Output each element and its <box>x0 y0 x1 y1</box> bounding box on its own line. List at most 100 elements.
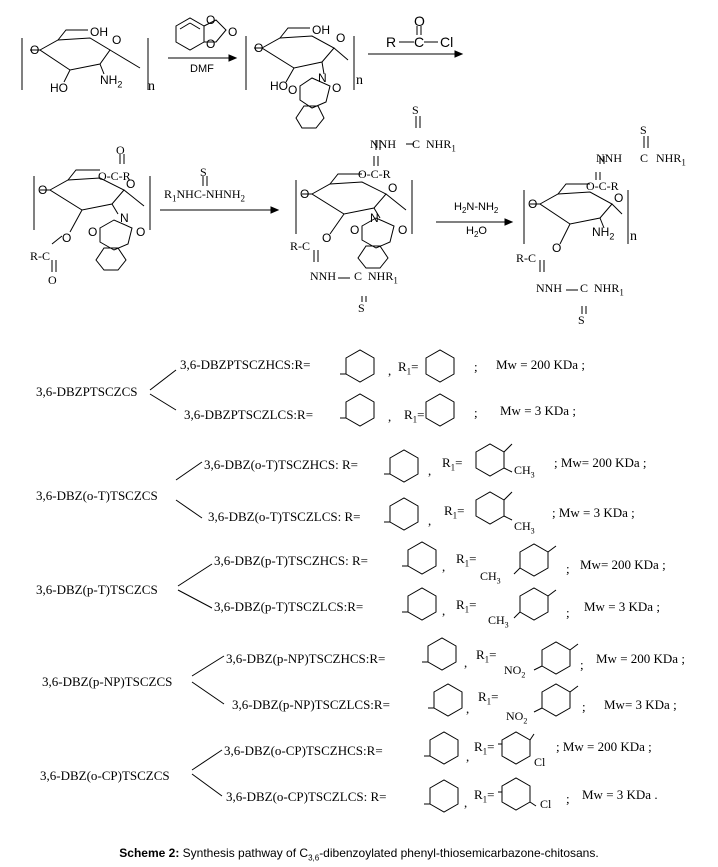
anhydride-o-right: O <box>228 25 238 39</box>
hydrazone-s-top-5: S <box>640 123 647 137</box>
caption-text-after: -dibenzoylated phenyl-thiosemicarbazone-… <box>319 846 599 860</box>
derivative-5a-r1: R1= <box>474 739 495 757</box>
hydrazone-nhr-bottom-4: NHR1 <box>368 269 398 286</box>
derivative-4a-mw: Mw = 200 KDa ; <box>596 651 685 666</box>
hydrazone-nnh-bottom-4: NNH <box>310 269 336 283</box>
ring-oxygen-label: O <box>112 33 122 47</box>
hydrazone-nhr-top-5: NHR1 <box>656 151 686 168</box>
derivative-4a-r1: R1= <box>476 647 497 665</box>
hydroxyl-label-2: OH <box>312 23 330 37</box>
derivative-4b-mw: Mw= 3 KDa ; <box>604 697 677 712</box>
derivative-parent-2: 3,6-DBZ(o-T)TSCZCS <box>36 488 158 503</box>
hydrazone-c-top-5: C <box>640 151 649 165</box>
derivative-3a-r1: R1= <box>456 551 477 569</box>
phthalimide-n-label: N <box>318 71 327 85</box>
ring-oxygen-label-3: O <box>126 177 136 191</box>
chitosan-unit-structure <box>21 29 149 90</box>
derivative-1b-sep: , <box>388 409 392 424</box>
ring-o-left-label-3: O <box>38 183 48 197</box>
derivative-3b-mw: Mw = 3 KDa ; <box>584 599 660 614</box>
derivative-5b-sep: , <box>464 795 468 810</box>
substituent-ring-structures <box>340 349 579 813</box>
thiosemicarbazone-phthaloyl-chitosan-structure <box>295 116 421 302</box>
hydroxyl-ho-label-2: HO <box>270 79 288 93</box>
derivative-4a-name: 3,6-DBZ(p-NP)TSCZHCS:R= <box>226 651 386 666</box>
hydrazone-c-bottom-5: C <box>580 281 589 295</box>
ester-o-link-4: O <box>322 231 332 245</box>
reaction-arrow-3-head <box>270 206 280 214</box>
derivative-5b-r1: R1= <box>474 787 495 805</box>
ester-group-top-5: O-C-R <box>586 179 619 193</box>
derivative-5a-sep: , <box>466 749 470 764</box>
derivative-2b-name: 3,6-DBZ(o-T)TSCZLCS: R= <box>208 509 361 524</box>
derivative-1a-name: 3,6-DBZPTSCZHCS:R= <box>180 357 311 372</box>
anhydride-o-bottom: O <box>206 37 216 51</box>
derivative-2a-name: 3,6-DBZ(o-T)TSCZHCS: R= <box>204 457 358 472</box>
hydrazone-nhr-top-4: NHR1 <box>426 137 456 154</box>
hydrazone-nnh-top-5: NNH <box>596 151 622 165</box>
derivative-4a-sep2: ; <box>580 657 584 672</box>
ester-group-left-5: R-C <box>516 251 537 265</box>
dmf-reagent-label: DMF <box>190 63 214 75</box>
hydrazine-reagent-label: H2N-NH2 <box>454 201 499 216</box>
derivative-4b-name: 3,6-DBZ(p-NP)TSCZLCS:R= <box>232 697 390 712</box>
derivative-1a-mw: Mw = 200 KDa ; <box>496 357 585 372</box>
ring-o-left-label-2: O <box>254 41 264 55</box>
reaction-arrow-2-head <box>454 50 464 58</box>
ester-group-left-3: R-C <box>30 249 51 263</box>
derivative-parent-1: 3,6-DBZPTSCZCS <box>36 384 138 399</box>
phthalimide-o-left-4: O <box>350 223 360 237</box>
derivative-2b-r1: R1= <box>444 503 465 521</box>
derivative-4b-r1: R1= <box>478 689 499 707</box>
hydrazone-nnh-bottom-5: NNH <box>536 281 562 295</box>
derivative-5b-cl: Cl <box>540 797 552 811</box>
figure-caption: Scheme 2: Synthesis pathway of C3,6-dibe… <box>0 846 718 862</box>
derivative-3a-mw: Mw= 200 KDa ; <box>580 557 666 572</box>
derivative-1a-r1: R1= <box>398 359 419 377</box>
ring-o-left-label: O <box>30 43 40 57</box>
derivative-2b-ch3: CH3 <box>514 519 535 536</box>
water-reagent-label: H2O <box>466 225 487 240</box>
acyl-chloride-c: C <box>414 34 425 50</box>
hydrazone-s-bottom-5: S <box>578 313 585 327</box>
derivative-2a-sep: , <box>428 463 432 478</box>
phthalimide-o-right: O <box>332 81 342 95</box>
thiosemicarbazone-chitosan-product-structure <box>523 136 649 314</box>
acyl-chloride-cl: Cl <box>440 34 454 50</box>
reaction-arrow-1-head <box>228 54 238 62</box>
derivative-5a-mw: ; Mw = 200 KDa ; <box>556 739 652 754</box>
phthalimide-n-label-3: N <box>120 211 129 225</box>
hydroxyl-ho-label: HO <box>50 81 68 95</box>
phthalic-anhydride-structure <box>175 17 227 51</box>
derivative-3b-sep: , <box>442 603 446 618</box>
derivative-2b-sep: , <box>428 513 432 528</box>
amine-label-5: NH2 <box>592 225 615 242</box>
hydrazone-s-top-4: S <box>412 103 419 117</box>
caption-text-before: Synthesis pathway of C <box>179 846 309 860</box>
phthalimide-n-label-4: N <box>370 211 379 225</box>
derivative-3a-name: 3,6-DBZ(p-T)TSCZHCS: R= <box>214 553 368 568</box>
derivative-5b-name: 3,6-DBZ(o-CP)TSCZLCS: R= <box>226 789 387 804</box>
derivative-1b-r1: R1= <box>404 407 425 425</box>
derivative-parent-5: 3,6-DBZ(o-CP)TSCZCS <box>40 768 170 783</box>
ring-o-left-label-4: O <box>300 187 310 201</box>
derivative-2a-r1: R1= <box>442 455 463 473</box>
repeat-n-label-1: n <box>148 79 155 94</box>
reagent-s-label: S <box>200 165 207 179</box>
caption-label: Scheme 2: <box>119 846 180 860</box>
derivative-1b-mw: Mw = 3 KDa ; <box>500 403 576 418</box>
derivative-1b-sep2: ; <box>474 405 478 420</box>
derivative-2b-mw: ; Mw = 3 KDa ; <box>552 505 635 520</box>
hydroxyl-label: OH <box>90 25 108 39</box>
phthalimide-o-right-3: O <box>136 225 146 239</box>
derivative-3b-r1: R1= <box>456 597 477 615</box>
ester-group-top-1: O-C-R <box>98 169 131 183</box>
acyl-chloride-o: O <box>414 13 425 29</box>
ester-o-top-1: O <box>116 143 125 157</box>
derivative-3b-ch3: CH3 <box>488 613 509 630</box>
caption-subscript: 3,6 <box>308 853 320 863</box>
derivative-1a-sep2: ; <box>474 359 478 374</box>
derivative-3b-sep2: ; <box>566 605 570 620</box>
